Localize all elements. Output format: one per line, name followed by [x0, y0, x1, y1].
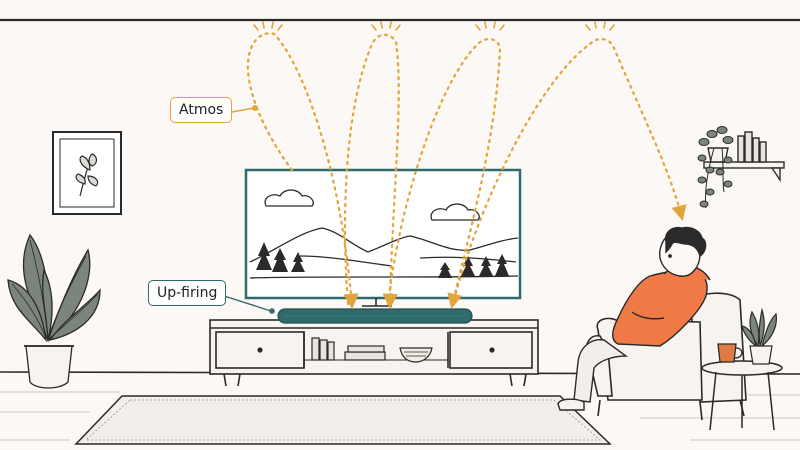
sound-paths: [246, 32, 687, 310]
upfiring-leader-dot: [269, 308, 275, 314]
cloud-icon: [264, 189, 314, 207]
sound-path-1: [246, 32, 359, 310]
atmos-leader-dot: [252, 105, 258, 111]
table-plant: [741, 307, 777, 365]
sound-path-4: [452, 38, 687, 302]
leaf-art-icon: [75, 153, 99, 197]
bowl-icon: [399, 347, 433, 363]
trailing-plant: [697, 126, 734, 209]
soundbar: [277, 308, 473, 324]
left-potted-plant: [7, 233, 101, 389]
wall-picture-frame: [52, 131, 122, 215]
seated-person: [557, 226, 711, 411]
book-icon: [737, 131, 767, 163]
sparkle-icon: [253, 21, 615, 31]
rug: [74, 395, 612, 445]
upfiring-callout: Up-firing: [148, 280, 227, 306]
mug-icon: [717, 343, 743, 363]
sound-path-2: [343, 33, 400, 310]
side-table: [701, 360, 783, 431]
plant-pot: [25, 345, 73, 389]
hair: [665, 226, 707, 258]
upfiring-leader-line: [217, 293, 275, 313]
pine-tree-icon: [256, 242, 509, 278]
atmos-callout: Atmos: [170, 97, 233, 123]
cloud-icon: [430, 203, 480, 221]
atmos-leader-line: [231, 107, 255, 113]
shoes: [557, 398, 585, 411]
sound-path-3: [386, 38, 502, 309]
legs: [573, 339, 629, 403]
book-icon: [311, 337, 386, 361]
